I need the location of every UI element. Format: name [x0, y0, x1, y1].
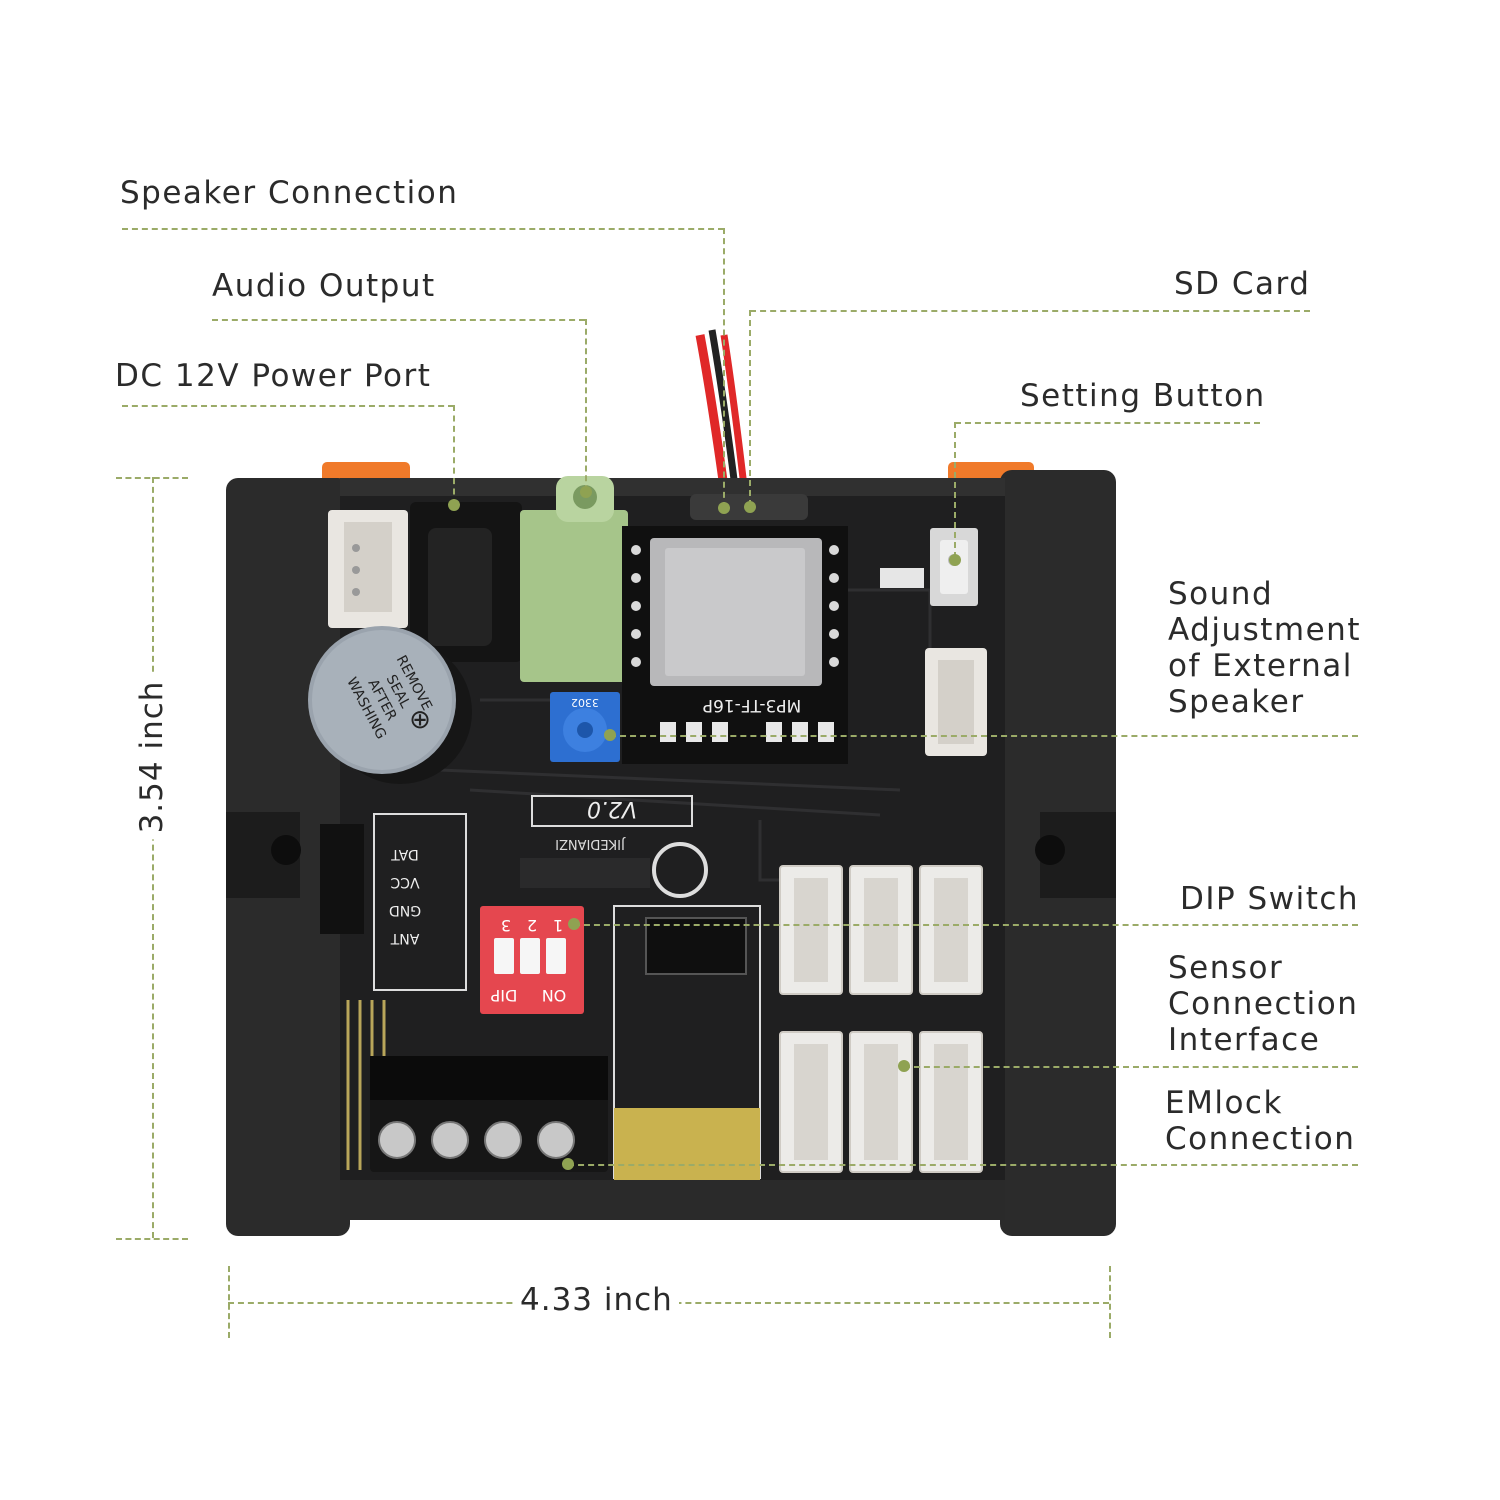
dip-switch-leader: [574, 924, 1358, 926]
sensor-connection-leader: [904, 1066, 1358, 1068]
audio-output-leader-v: [585, 319, 587, 491]
height-dimension-label: 3.54 inch: [134, 674, 170, 840]
width-dimension-label: 4.33 inch: [514, 1282, 679, 1318]
speaker-connection-leader: [122, 228, 724, 230]
speaker-connection-marker: [718, 502, 730, 514]
height-dim-bottom-tick: [116, 1238, 188, 1240]
sd-card-leader-v: [749, 310, 751, 506]
dc-power-leader-v: [453, 405, 455, 505]
audio-output-leader: [212, 319, 585, 321]
sound-adjustment-line-1: Sound: [1168, 576, 1274, 612]
radio-pin-gnd: GND: [389, 902, 421, 918]
brand-latin-label: JIKEDIANZI: [555, 836, 626, 851]
sd-card-marker: [744, 501, 756, 513]
sensor-connection-marker: [898, 1060, 910, 1072]
sd-card-label: SD Card: [1174, 266, 1311, 302]
setting-button-leader-v: [954, 422, 956, 558]
sound-adjustment-marker: [604, 729, 616, 741]
board-version-label: V2.0: [587, 796, 637, 821]
audio-output-label: Audio Output: [212, 268, 436, 304]
emlock-connection-marker: [562, 1158, 574, 1170]
potentiometer-label: 3302: [571, 696, 599, 709]
emlock-connection-leader: [568, 1164, 1358, 1166]
speaker-connection-label: Speaker Connection: [120, 175, 459, 211]
dip-name-label: DIP: [490, 986, 517, 1005]
speaker-connection-leader-v: [723, 228, 725, 508]
svg-text:⊕: ⊕: [409, 705, 431, 735]
dc-power-marker: [448, 499, 460, 511]
sound-adjustment-leader: [610, 735, 1358, 737]
radio-pin-dat: DAT: [391, 846, 419, 862]
dip-label-2: 2: [527, 916, 537, 935]
sensor-connection-label: Sensor Connection Interface: [1168, 950, 1358, 1058]
setting-button-label: Setting Button: [1020, 378, 1266, 414]
sensor-connection-line-2: Connection: [1168, 986, 1359, 1022]
radio-pin-ant: ANT: [390, 930, 419, 946]
sensor-connection-line-1: Sensor: [1168, 950, 1284, 986]
dip-switch-marker: [568, 918, 580, 930]
dip-label-3: 3: [501, 916, 511, 935]
sensor-connection-line-3: Interface: [1168, 1022, 1321, 1058]
dip-on-label: ON: [542, 986, 567, 1005]
sound-adjustment-label: Sound Adjustment of External Speaker: [1168, 576, 1361, 720]
emlock-connection-line-2: Connection: [1165, 1121, 1356, 1157]
dc-power-leader: [122, 405, 454, 407]
width-dim-right-tick: [1109, 1266, 1111, 1338]
dip-label-1: 1: [553, 916, 563, 935]
emlock-connection-line-1: EMlock: [1165, 1085, 1283, 1121]
setting-button-marker: [949, 554, 961, 566]
sd-card-leader: [750, 310, 1310, 312]
sound-adjustment-line-2: Adjustment: [1168, 612, 1361, 648]
sound-adjustment-line-4: Speaker: [1168, 684, 1305, 720]
height-dim-line: [152, 477, 154, 1238]
audio-output-marker: [580, 486, 592, 498]
radio-pin-vcc: VCC: [390, 874, 419, 890]
sound-adjustment-line-3: of External: [1168, 648, 1353, 684]
emlock-connection-label: EMlock Connection: [1165, 1085, 1355, 1157]
dip-switch-label: DIP Switch: [1180, 881, 1360, 917]
dc-power-port-label: DC 12V Power Port: [115, 358, 432, 394]
setting-button-leader: [955, 422, 1260, 424]
mp3-module-label: MP3-TF-16P: [703, 695, 802, 715]
